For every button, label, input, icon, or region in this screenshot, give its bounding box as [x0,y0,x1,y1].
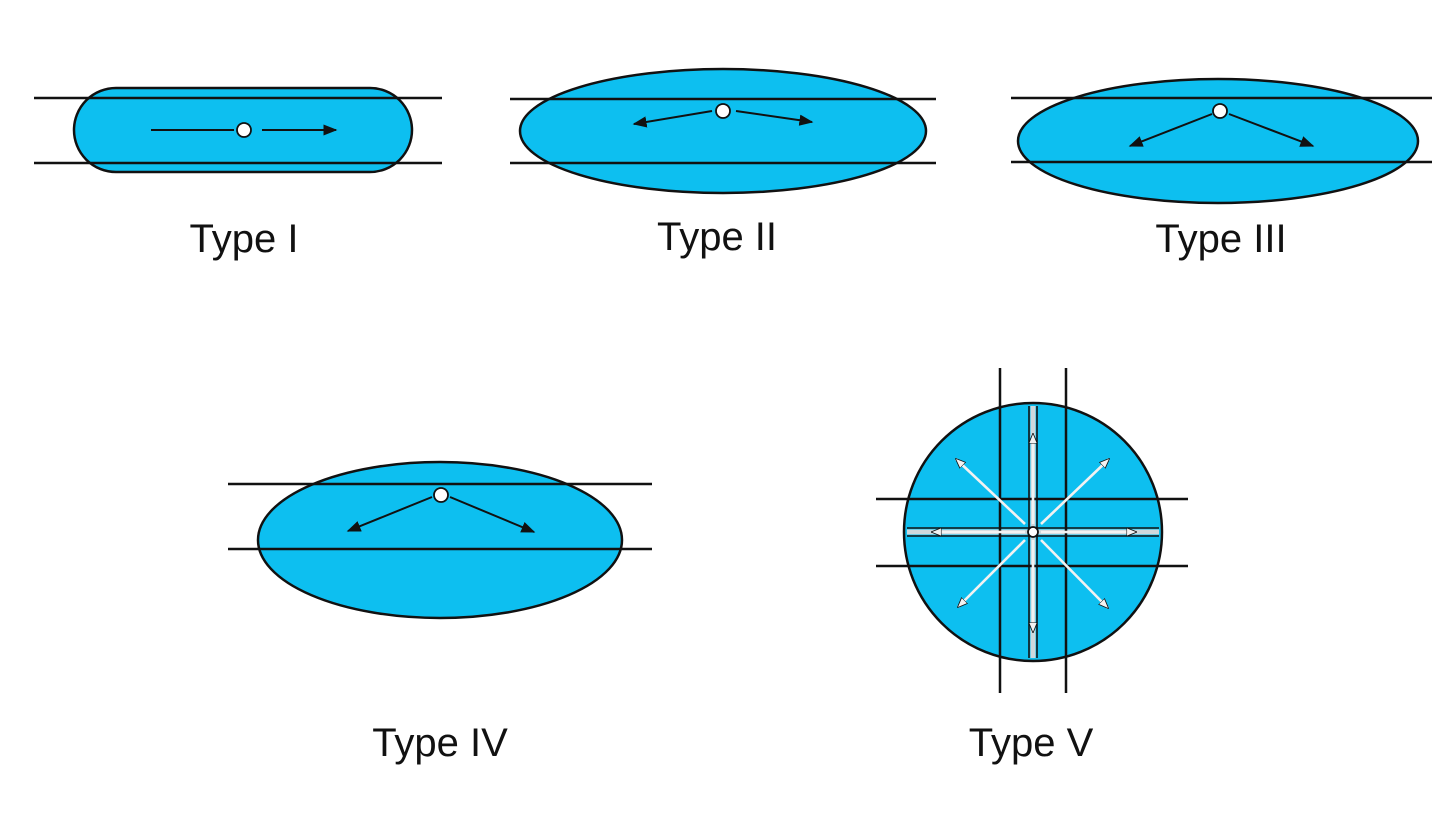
type-2-arrow-left [632,110,713,128]
type-2-injection-point [715,103,731,119]
type-5-injection-point [1027,526,1039,538]
type-5-diagram: Type V [876,368,1188,765]
type-2-fracture [518,67,928,195]
type-4-injection-point [433,487,449,503]
type-2-diagram: Type II [510,67,936,259]
type-4-diagram: Type IV [228,460,652,765]
type-3-diagram: Type III [1011,77,1432,261]
type-1-injection-point [236,122,252,138]
type-3-arrow-right [1228,113,1315,147]
type-4-label: Type IV [372,721,508,765]
type-5-label: Type V [969,721,1094,765]
type-4-fracture [256,460,624,620]
type-4-arrow-left [346,496,433,532]
type-4-arrow-right [449,496,536,533]
type-1-label: Type I [190,217,299,261]
type-3-label: Type III [1155,217,1286,261]
type-3-fracture [1016,77,1420,205]
type-3-injection-point [1212,103,1228,119]
type-2-arrow-right [735,110,814,126]
type-5-flow-arrows [932,434,1136,632]
type-1-diagram: Type I [34,86,442,261]
type-2-label: Type II [657,215,777,259]
type-3-arrow-left [1128,113,1213,147]
